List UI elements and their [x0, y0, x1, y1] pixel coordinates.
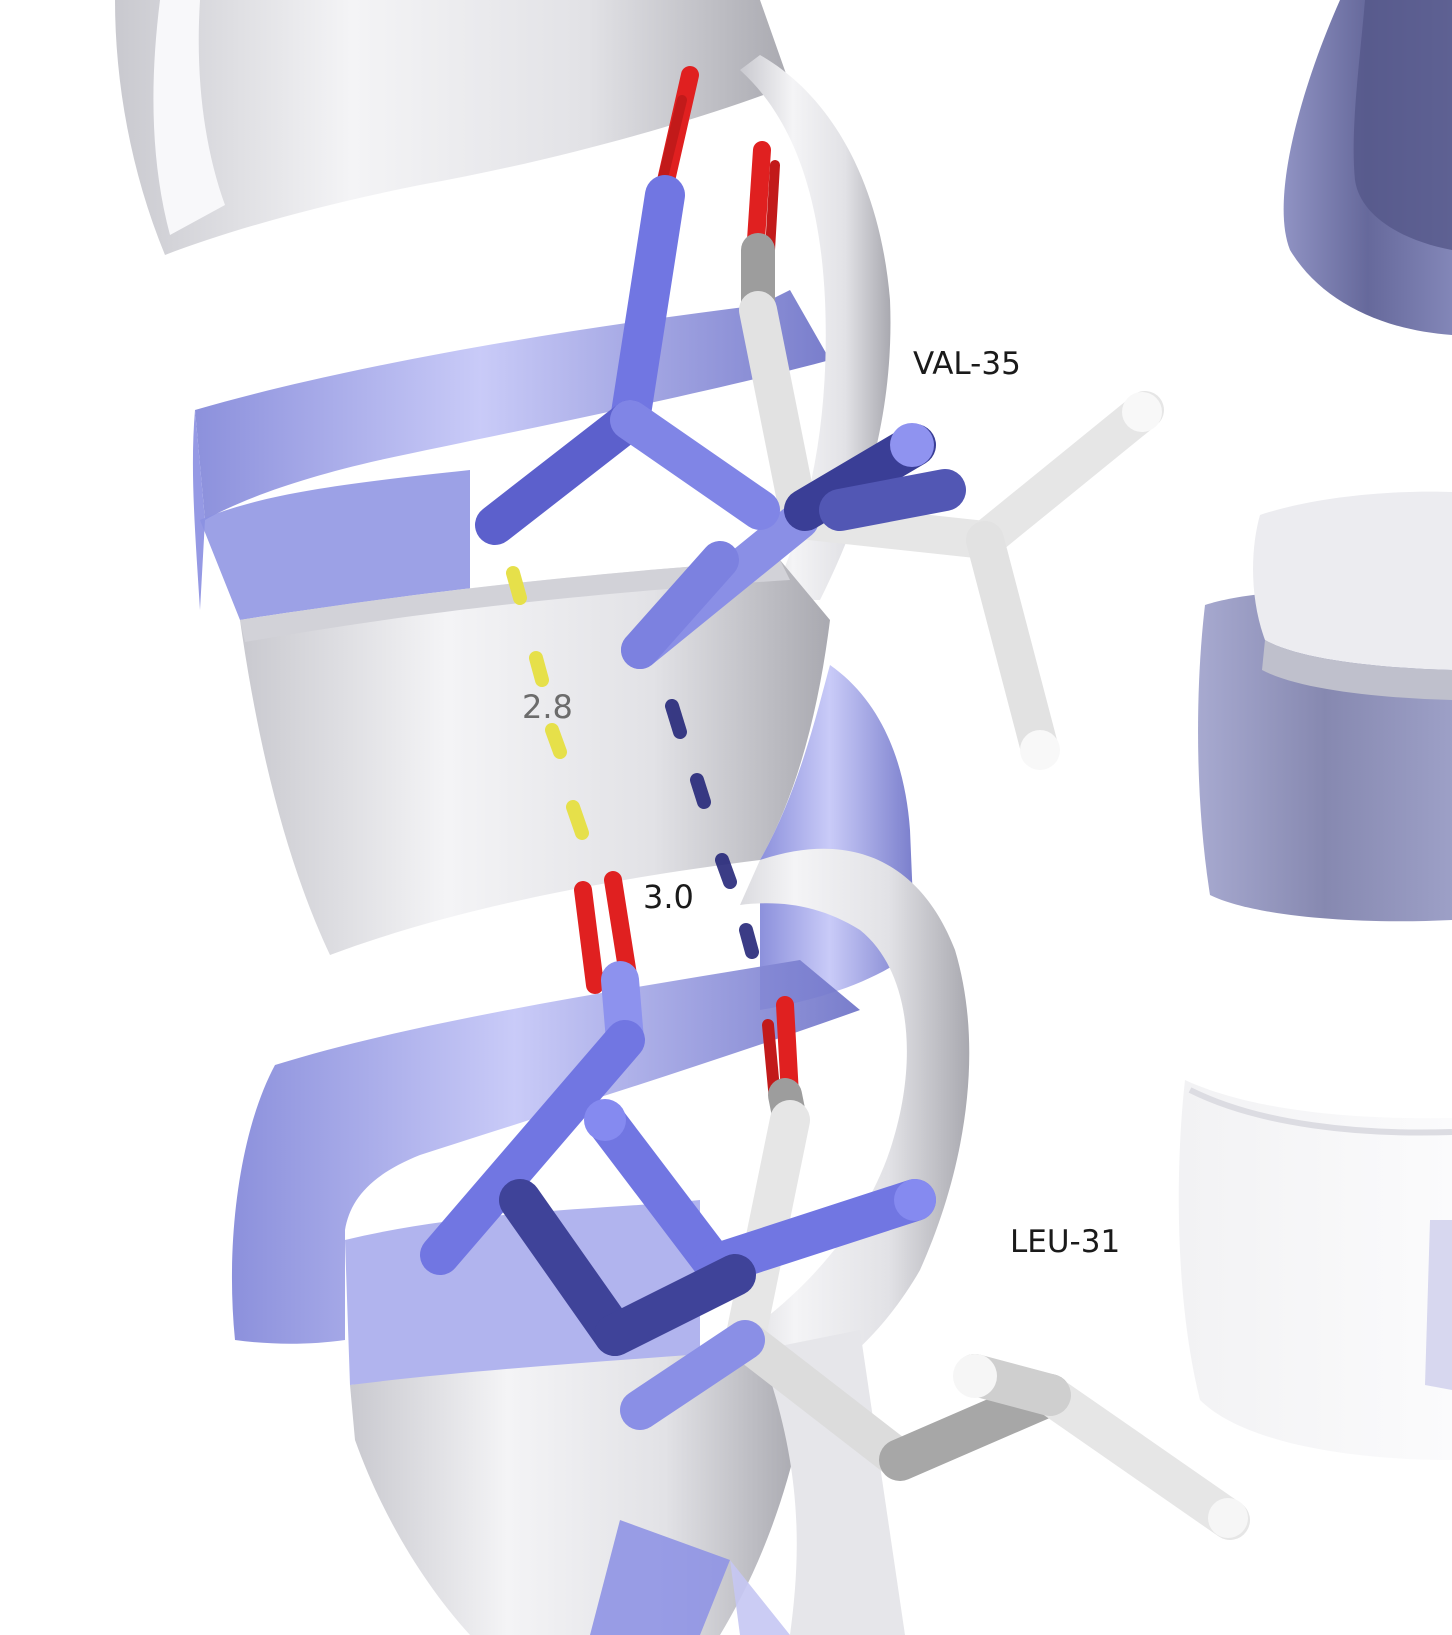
background-helix-right-bottom [1178, 1080, 1452, 1460]
hbond-navy [665, 699, 759, 959]
residue-label-val35: VAL-35 [913, 346, 1021, 382]
stick-model-leu31 [420, 871, 1250, 1540]
distance-label-2-8: 2.8 [522, 688, 573, 726]
background-helix-right-middle [1198, 491, 1452, 922]
residue-label-leu31: LEU-31 [1010, 1224, 1120, 1260]
hbond-yellow [506, 566, 589, 840]
distance-label-3-0: 3.0 [643, 878, 694, 916]
stick-model-val35 [475, 66, 1164, 770]
background-helix-right-top [1283, 0, 1452, 335]
